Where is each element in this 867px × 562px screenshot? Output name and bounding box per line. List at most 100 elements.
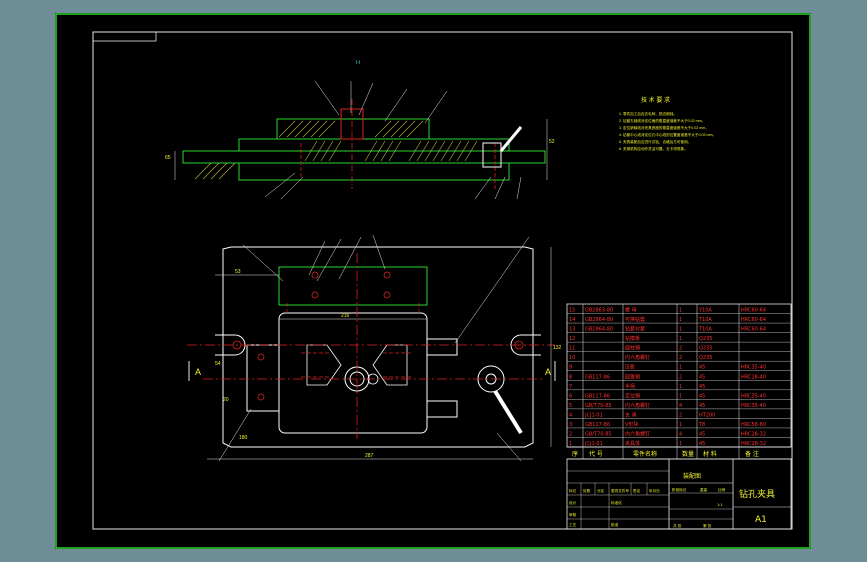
bom-cell-name: 内六角螺钉	[625, 402, 650, 409]
bom-cell-no: 3	[569, 422, 572, 428]
tb-mark: 标记	[569, 488, 577, 493]
bom-cell-qty: 1	[679, 336, 682, 342]
bom-cell-qty: 1	[679, 317, 682, 323]
bom-cell-name: 钻套衬套	[625, 326, 645, 333]
view-arrow-right: A	[545, 367, 551, 377]
code-box	[92, 31, 157, 42]
plan-drill-plate	[278, 266, 428, 306]
bom-cell-note: HRC35-40	[741, 403, 766, 409]
bom-cell-no: 14	[569, 317, 575, 323]
bom-cell-no: 9	[569, 365, 572, 371]
tech-line-1: 1. 零件加工后应去毛刺、锐边倒钝。	[619, 111, 677, 116]
section-lever	[499, 126, 523, 152]
bom-h-mat: 材 料	[703, 450, 717, 458]
bom-cell-mat: Q235	[699, 355, 712, 361]
bom-cell-no: 10	[569, 355, 575, 361]
tb-product-name: 钻孔夹具	[739, 488, 775, 500]
bom-cell-code: GB/T70-85	[585, 403, 612, 409]
bom-cell-code: GB2864-80	[585, 327, 613, 333]
tb-sheets: 共 张	[673, 523, 682, 528]
bom-cell-name: 压板	[625, 364, 635, 371]
tb-grid-left	[567, 470, 669, 529]
bom-cell-note: HRC58-60	[741, 422, 766, 428]
title-block[interactable]: 装配图 钻孔夹具 A1 标记 处数 分区 更改文件号 签名 年月日 设计 标准化…	[566, 458, 792, 530]
tech-line-2: 2. 钻套孔轴线对定位面的垂直度误差不大于0.02 mm。	[619, 118, 705, 123]
bom-cell-qty: 1	[679, 422, 682, 428]
bom-cell-code: GB117-86	[585, 393, 610, 399]
dim-right: 132	[553, 345, 562, 351]
bom-cell-mat: 45	[699, 431, 705, 437]
tb-sheet-size: A1	[755, 515, 767, 525]
plan-clamp-top	[426, 338, 458, 356]
tb-stage: 阶段标记	[672, 487, 687, 492]
bom-cell-name: 螺 母	[625, 307, 637, 314]
bom-cell-no: 6	[569, 393, 572, 399]
tech-line-5: 5. 夹具装配后应进行试钻，合格后方可使用。	[619, 139, 691, 144]
dim-small-1: 20	[223, 397, 229, 403]
tb-craft: 工艺	[569, 522, 577, 527]
bom-cell-code: GB117-86	[585, 374, 610, 380]
bom-cell-qty: 1	[679, 441, 682, 447]
bom-cell-qty: 2	[679, 374, 682, 380]
dim-small-2: 54	[215, 361, 221, 367]
drawing-canvas[interactable]: I-I	[55, 13, 811, 549]
bom-cell-mat: 45	[699, 403, 705, 409]
bom-cell-qty: 2	[679, 412, 682, 418]
bom-cell-no: 11	[569, 346, 575, 352]
plan-base	[222, 246, 534, 448]
inner-frame	[92, 31, 793, 530]
bom-cell-mat: T10A	[698, 317, 712, 323]
bom-cell-qty: 1	[679, 393, 682, 399]
tech-line-6: 6. 夹紧机构应动作灵活可靠，无卡滞现象。	[619, 146, 688, 151]
section-handle	[482, 142, 502, 168]
bom-cell-no: 7	[569, 384, 572, 390]
tb-review: 审核	[569, 512, 577, 517]
bom-cell-note: HRC60-64	[741, 317, 766, 323]
bom-cell-no: 4	[569, 412, 572, 418]
section-base	[182, 150, 546, 164]
bom-cell-qty: 4	[679, 403, 682, 409]
bom-h-note: 备 注	[745, 450, 759, 458]
tech-line-4: 4. 钻套中心线对定位孔中心线的位置度误差不大于0.03 mm。	[619, 132, 716, 137]
dim-small-3: 180	[239, 435, 248, 441]
bom-cell-qty: 4	[679, 431, 682, 437]
bom-cell-no: 1	[569, 441, 572, 447]
bom-cell-no: 8	[569, 374, 572, 380]
bom-cell-mat: 45	[699, 384, 705, 390]
bom-cell-code: GB2863-80	[585, 308, 613, 314]
bom-cell-code: JCJ1-01	[584, 441, 603, 447]
dim-height: 65	[165, 155, 171, 161]
bom-cell-mat: 45	[699, 365, 705, 371]
tb-approve: 批准	[611, 522, 619, 527]
bom-cell-name: 钻模板	[625, 335, 640, 342]
dim-inner: 216	[341, 313, 350, 319]
section-view[interactable]: I-I	[165, 60, 555, 200]
bom-cell-mat: Q235	[699, 336, 712, 342]
bom-cell-qty: 1	[679, 327, 682, 333]
bom-cell-code: JCJ1-01	[584, 412, 603, 418]
bom-cell-code: GB/T70-85	[585, 431, 612, 437]
bom-cell-name: 内六角螺钉	[625, 430, 650, 437]
bom-cell-note: HRC28-32	[741, 431, 766, 437]
plan-hidden-lines	[286, 303, 420, 378]
bom-cell-mat: Q235	[699, 346, 712, 352]
outer-border	[55, 13, 811, 549]
v-block-left	[306, 344, 342, 386]
section-body-lower	[238, 162, 510, 181]
section-label: I-I	[356, 60, 360, 66]
drawing-sheet[interactable]: I-I	[55, 13, 811, 549]
tb-drawing-name: 装配图	[683, 472, 701, 480]
tb-scale-value: 1:1	[717, 503, 723, 507]
tech-line-3: 3. 定位销轴线对夹具底面的垂直度误差不大于0.02 mm。	[619, 125, 709, 130]
plan-view[interactable]: A A 287 216 53 20 54 180 132	[187, 234, 562, 462]
tech-requirements[interactable]: 技 术 要 求 1. 零件加工后应去毛刺、锐边倒钝。 2. 钻套孔轴线对定位面的…	[619, 96, 716, 151]
tb-doc: 更改文件号	[611, 488, 629, 493]
bom-cell-name: 内六角螺钉	[625, 354, 650, 361]
tb-design: 设计	[569, 500, 577, 505]
dim-left: 53	[235, 269, 241, 275]
tb-date: 年月日	[649, 488, 660, 493]
bom-cell-qty: 2	[679, 355, 682, 361]
